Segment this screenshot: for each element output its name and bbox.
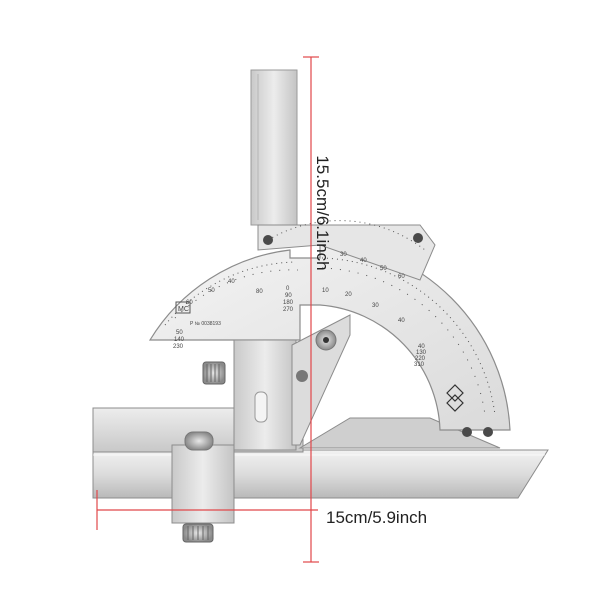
inner-scale-label: 30 <box>372 303 379 309</box>
left-stack-label: 50 <box>176 330 183 336</box>
dial-support-wedge <box>298 417 501 449</box>
left-stack-label: 140 <box>174 337 185 343</box>
vertical-blade <box>250 69 298 226</box>
outer-scale-label: 50 <box>208 288 215 294</box>
inner-scale-label: 10 <box>322 288 329 294</box>
width-dimension-label: 15cm/5.9inch <box>326 508 428 527</box>
width-dimension-line <box>96 490 318 530</box>
outer-scale-label: 60 <box>398 274 405 280</box>
outer-scale-label: 80 <box>256 289 263 295</box>
outer-scale-label: 50 <box>380 266 387 272</box>
slider-block <box>171 431 235 543</box>
diamond-mark-icon <box>446 384 464 412</box>
locking-knob-icon <box>202 361 226 385</box>
center-stack-label: 90 <box>285 293 292 299</box>
right-stack-label: 220 <box>415 356 426 362</box>
height-dimension-line <box>303 56 319 563</box>
serial-text: P № 0038193 <box>190 321 221 327</box>
protractor-dial <box>148 220 511 437</box>
screw-icon <box>413 233 423 243</box>
inner-scale-label: 40 <box>398 318 405 324</box>
outer-scale-label: 60 <box>186 300 193 306</box>
screw-icon <box>483 427 493 437</box>
screw-icon <box>462 427 472 437</box>
center-stack-label: 180 <box>283 300 294 306</box>
logo-text: MC <box>178 306 189 313</box>
right-stack-label: 310 <box>414 362 425 368</box>
logo-mark <box>175 301 191 314</box>
screw-icon <box>296 370 308 382</box>
clamp-block <box>202 314 351 451</box>
scale-numbers: 60 50 40 80 30 40 50 60 10 20 30 40 0 90… <box>173 252 427 368</box>
right-stack-label: 130 <box>416 350 427 356</box>
center-stack-label: 0 <box>286 286 290 292</box>
height-dimension-label: 15.5cm/6.1inch <box>313 155 332 271</box>
inner-scale-label: 20 <box>345 292 352 298</box>
center-stack-label: 270 <box>283 307 294 313</box>
screw-icon <box>263 235 273 245</box>
outer-scale-label: 40 <box>228 279 235 285</box>
base-ruler <box>92 449 549 499</box>
outer-scale-label: 30 <box>340 252 347 258</box>
left-stack-label: 230 <box>173 344 184 350</box>
right-stack-label: 40 <box>418 344 425 350</box>
outer-scale-label: 40 <box>360 258 367 264</box>
